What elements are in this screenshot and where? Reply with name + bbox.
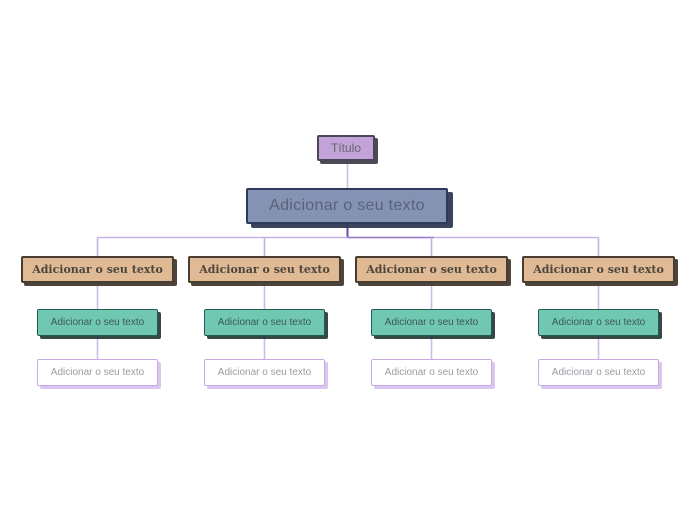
root-node[interactable]: Adicionar o seu texto [246,188,448,224]
leaf-node-4[interactable]: Adicionar o seu texto [538,359,659,386]
sub-node-2[interactable]: Adicionar o seu texto [204,309,325,336]
branch-node-2[interactable]: Adicionar o seu texto [188,256,341,283]
leaf-node-3[interactable]: Adicionar o seu texto [371,359,492,386]
leaf-node-1[interactable]: Adicionar o seu texto [37,359,158,386]
leaf-node-2[interactable]: Adicionar o seu texto [204,359,325,386]
title-node[interactable]: Título [317,135,375,161]
branch-node-3[interactable]: Adicionar o seu texto [355,256,508,283]
branch-node-4[interactable]: Adicionar o seu texto [522,256,675,283]
branch-node-1[interactable]: Adicionar o seu texto [21,256,174,283]
sub-node-3[interactable]: Adicionar o seu texto [371,309,492,336]
sub-node-4[interactable]: Adicionar o seu texto [538,309,659,336]
sub-node-1[interactable]: Adicionar o seu texto [37,309,158,336]
